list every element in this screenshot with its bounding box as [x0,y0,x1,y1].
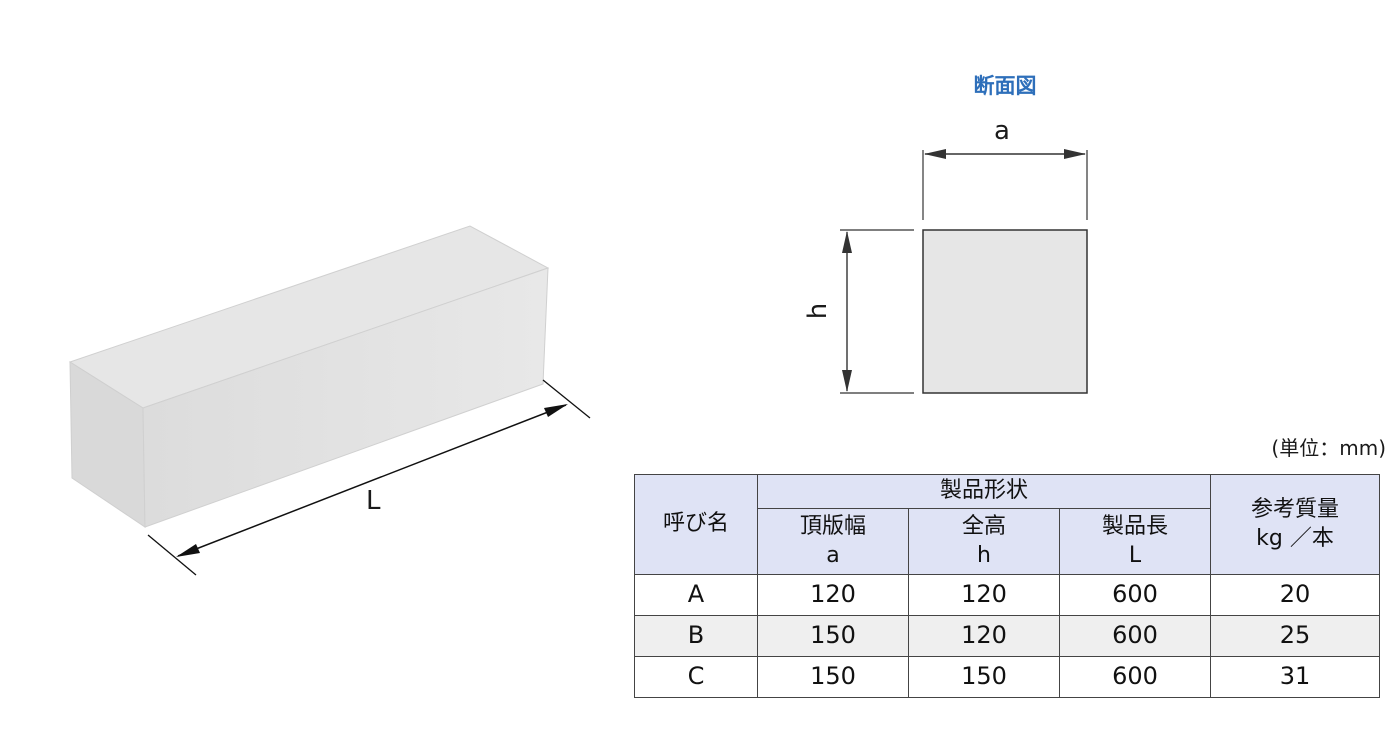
cross-section-diagram [840,149,1088,394]
row-h: 120 [908,615,1060,657]
row-a: 150 [757,656,909,698]
header-shape-group: 製品形状 [757,474,1211,509]
unit-note: (単位：mm) [1271,436,1386,460]
length-label: L [366,486,381,516]
header-length: 製品長 L [1059,508,1211,575]
section-title: 断面図 [973,74,1037,98]
dimension-extension-line-left [147,534,197,576]
header-length-name: 製品長 [1101,513,1168,539]
row-h: 150 [908,656,1060,698]
header-weight: 参考質量 kg ／本 [1210,474,1380,575]
width-arrow-right [1064,149,1086,159]
header-top-width-symbol: a [826,542,840,568]
dimension-extension-line-right [542,379,591,419]
row-name: C [634,656,758,698]
width-label: a [994,116,1010,146]
row-L: 600 [1059,615,1211,657]
header-length-symbol: L [1128,542,1142,568]
spec-table: 呼び名 製品形状 参考質量 kg ／本 頂版幅 a 全高 h 製品長 L A 1… [634,474,1380,698]
height-label: h [803,302,834,320]
height-arrow-bottom [842,370,852,392]
row-L: 600 [1059,574,1211,616]
row-h: 120 [908,574,1060,616]
row-weight: 31 [1210,656,1380,698]
row-name: B [634,615,758,657]
table-row: A 120 120 600 20 [634,574,1380,616]
row-weight: 20 [1210,574,1380,616]
header-total-height-symbol: h [977,542,991,568]
height-arrow-top [842,231,852,253]
header-weight-line2: kg ／本 [1256,525,1334,551]
table-row: B 150 120 600 25 [634,615,1380,657]
row-a: 150 [757,615,909,657]
row-L: 600 [1059,656,1211,698]
arrowhead-left [176,544,200,557]
table-header-row-1: 呼び名 製品形状 参考質量 kg ／本 [634,474,1380,575]
block-front-face [142,267,549,528]
header-total-height-name: 全高 [961,513,1006,539]
row-a: 120 [757,574,909,616]
header-weight-line1: 参考質量 [1250,496,1339,522]
width-arrow-left [924,149,946,159]
table-row: C 150 150 600 31 [634,656,1380,698]
block-illustration [68,225,591,576]
header-top-width-name: 頂版幅 [799,513,866,539]
row-weight: 25 [1210,615,1380,657]
header-top-width: 頂版幅 a [757,508,909,575]
length-dimension-line [177,404,567,557]
arrowhead-right [544,404,568,417]
header-name: 呼び名 [634,474,758,575]
cross-section-square [922,229,1088,394]
row-name: A [634,574,758,616]
table-header-row-2: 頂版幅 a 全高 h 製品長 L [635,508,1380,575]
header-total-height: 全高 h [908,508,1060,575]
